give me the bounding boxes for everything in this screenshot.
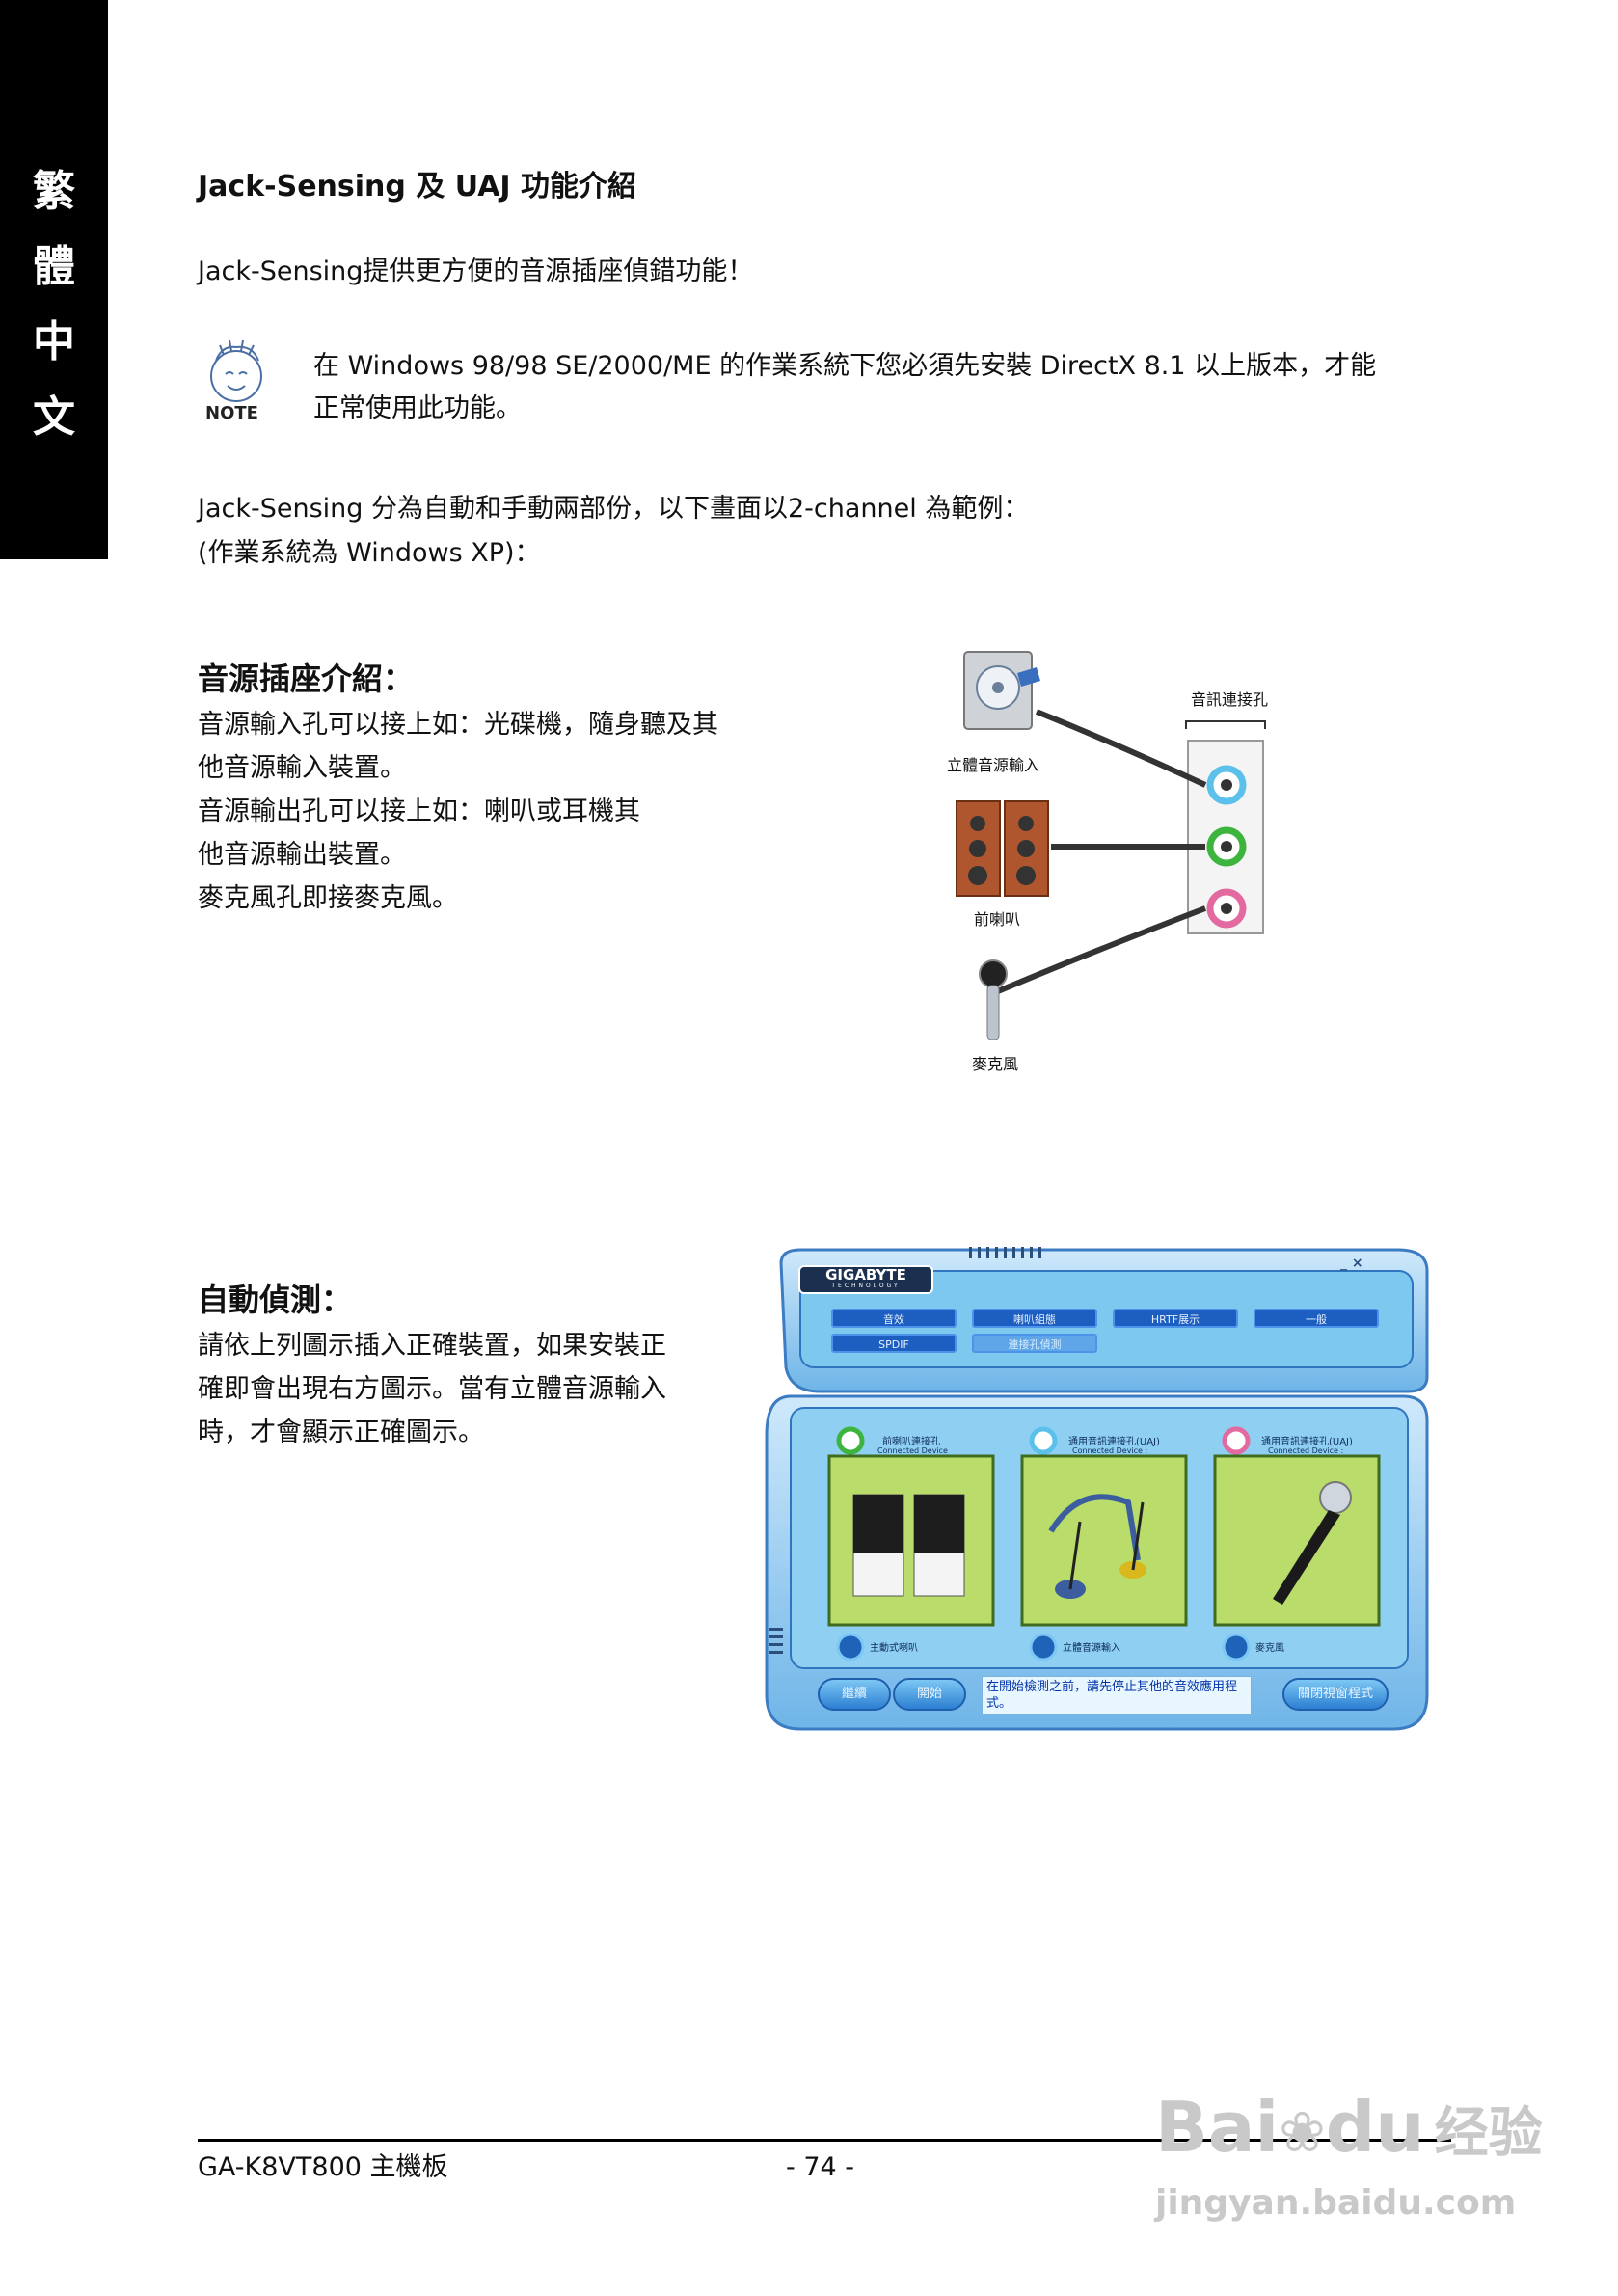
jack-intro-line: 音源輸出孔可以接上如：喇叭或耳機其	[198, 797, 640, 826]
side-tab-char: 體	[33, 242, 75, 291]
auto-detect-line: 時，才會顯示正確圖示。	[198, 1418, 484, 1447]
footer-rule	[198, 2139, 1451, 2142]
tab-effects[interactable]: 音效	[831, 1309, 957, 1328]
line-out-jack-icon	[1206, 826, 1247, 867]
side-tab-char: 繁	[33, 167, 75, 216]
section-title: Jack-Sensing 及 UAJ 功能介紹	[198, 170, 637, 203]
note-label: NOTE	[205, 403, 258, 423]
cable-mic	[996, 905, 1207, 994]
auto-detect-line: 請依上列圖示插入正確裝置，如果安裝正	[198, 1331, 666, 1361]
jack-label: 音訊連接孔	[1191, 690, 1269, 709]
jack-intro-line: 他音源輸入裝置。	[198, 753, 406, 783]
stereo-in-label: 立體音源輸入	[947, 756, 1040, 774]
continue-button[interactable]: 繼續	[818, 1678, 891, 1711]
speaker-icon	[956, 800, 1049, 897]
slot-device-label: 麥克風	[1255, 1643, 1284, 1654]
tab-spdif[interactable]: SPDIF	[831, 1334, 957, 1353]
slot-device-label: 立體音源輸入	[1063, 1643, 1120, 1654]
mic-label: 麥克風	[972, 1055, 1019, 1073]
slot-title: 通用音訊連接孔(UAJ)	[1068, 1437, 1160, 1447]
paw-icon: ❀	[1279, 2099, 1326, 2165]
gigabyte-logo: GIGABYTE TECHNOLOGY	[798, 1265, 933, 1294]
jack-intro-heading: 音源插座介紹：	[198, 661, 415, 697]
cd-player-icon	[963, 651, 1040, 730]
audio-config-window: _ × GIGABYTE TECHNOLOGY 音效 喇叭組態 HRTF展示 一…	[762, 1242, 1437, 1743]
status-message: 在開始檢測之前，請先停止其他的音效應用程式。	[982, 1676, 1252, 1715]
intro-text: Jack-Sensing提供更方便的音源插座偵錯功能！	[198, 257, 754, 286]
speaker-label: 前喇叭	[974, 910, 1021, 929]
tab-jack-sensing[interactable]: 連接孔偵測	[972, 1334, 1097, 1353]
line-in-jack-icon	[1206, 765, 1247, 805]
slot-subtitle: Connected Device :	[1072, 1446, 1148, 1455]
mic-jack-icon	[1206, 888, 1247, 929]
auto-detect-heading: 自動偵測：	[198, 1282, 353, 1318]
slot-subtitle: Connected Device :	[1268, 1446, 1344, 1455]
watermark-url: jingyan.baidu.com	[1155, 2183, 1517, 2223]
jack-intro-line: 他音源輸出裝置。	[198, 840, 406, 870]
cable-line-in	[1035, 709, 1207, 788]
close-program-button[interactable]: 關閉視窗程式	[1282, 1678, 1389, 1711]
side-tab-char: 文	[33, 392, 75, 442]
slot-title: 前喇叭連接孔	[882, 1437, 940, 1447]
audio-jack-diagram: 音訊連接孔 立體音源輸入 前喇叭 麥克風	[945, 644, 1292, 1078]
slot-title: 通用音訊連接孔(UAJ)	[1261, 1437, 1353, 1447]
language-side-tab: 繁 體 中 文	[0, 0, 108, 559]
note-face-icon	[210, 339, 262, 402]
slot-subtitle: Connected Device	[877, 1446, 948, 1455]
footer-model: GA-K8VT800 主機板	[198, 2152, 448, 2182]
jack-intro-line: 音源輸入孔可以接上如：光碟機，隨身聽及其	[198, 710, 718, 740]
tab-general[interactable]: 一般	[1254, 1309, 1379, 1328]
slot-microphone-icon	[1273, 1481, 1352, 1605]
side-tab-char: 中	[33, 317, 75, 366]
music-notes-icon	[1048, 1494, 1146, 1599]
active-speaker-icon	[852, 1494, 965, 1597]
note-line-2: 正常使用此功能。	[313, 393, 522, 423]
tab-hrtf-demo[interactable]: HRTF展示	[1113, 1309, 1238, 1328]
tab-speaker-config[interactable]: 喇叭組態	[972, 1309, 1097, 1328]
start-button[interactable]: 開始	[893, 1678, 966, 1711]
microphone-icon	[979, 959, 1008, 1040]
jack-intro-line: 麥克風孔即接麥克風。	[198, 883, 458, 913]
paragraph-line-1: Jack-Sensing 分為自動和手動兩部份，以下畫面以2-channel 為…	[198, 494, 1030, 524]
page-number: - 74 -	[786, 2152, 855, 2182]
slot-device-label: 主動式喇叭	[870, 1643, 918, 1654]
paragraph-line-2: (作業系統為 Windows XP)：	[198, 538, 541, 568]
note-line-1: 在 Windows 98/98 SE/2000/ME 的作業系統下您必須先安裝 …	[313, 351, 1377, 381]
minimize-close-icons[interactable]: _ ×	[1340, 1256, 1363, 1271]
auto-detect-line: 確即會出現右方圖示。當有立體音源輸入	[198, 1374, 666, 1404]
